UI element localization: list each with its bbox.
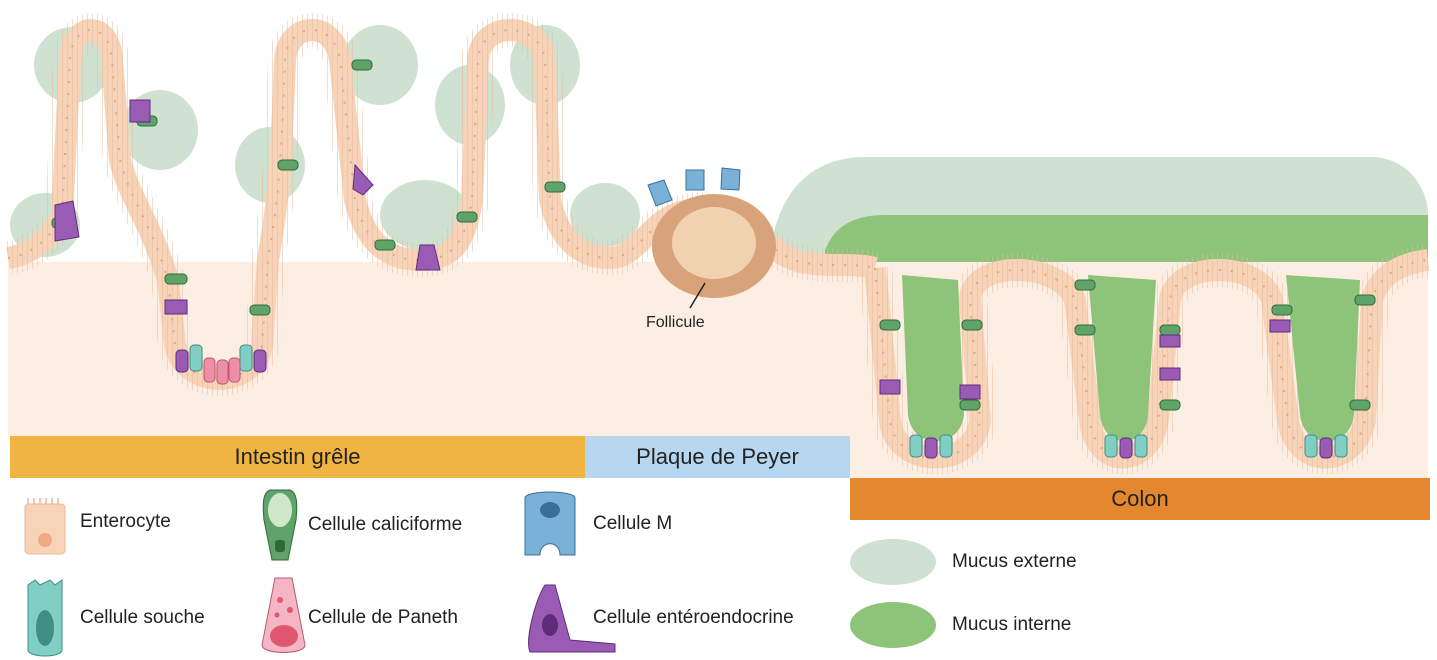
- colon-epithelium: [875, 260, 1428, 458]
- paneth-cell-icon: [262, 578, 305, 653]
- legend-paneth-cell: Cellule de Paneth: [308, 607, 458, 629]
- region-label-peyer-patch: Plaque de Peyer: [585, 436, 850, 478]
- legend-outer-mucus: Mucus externe: [952, 551, 1077, 573]
- enterocyte-icon: [25, 498, 65, 554]
- follicle-label: Follicule: [646, 314, 705, 332]
- inner-mucus-colon: [825, 215, 1428, 265]
- legend-m-cell: Cellule M: [593, 513, 672, 535]
- m-cell-icon: [525, 492, 575, 555]
- inner-mucus-swatch: [850, 602, 936, 648]
- goblet-cell-icon: [263, 490, 297, 560]
- legend-enteroendocrine-cell: Cellule entéroendocrine: [593, 607, 794, 629]
- region-label-small-intestine: Intestin grêle: [10, 436, 585, 478]
- region-label-colon: Colon: [850, 478, 1430, 520]
- legend-inner-mucus: Mucus interne: [952, 614, 1071, 636]
- stem-cell-icon: [28, 580, 62, 656]
- legend-enterocyte: Enterocyte: [80, 511, 171, 533]
- legend-stem-cell: Cellule souche: [80, 607, 205, 629]
- outer-mucus-swatch: [850, 539, 936, 585]
- legend-goblet-cell: Cellule caliciforme: [308, 514, 462, 536]
